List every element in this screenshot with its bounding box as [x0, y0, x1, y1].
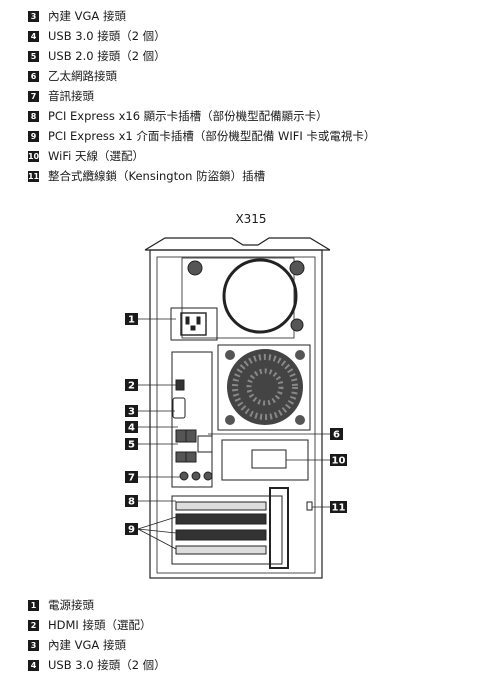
legend-item: 3 內建 VGA 接頭	[28, 6, 375, 26]
legend-item: 2 HDMI 接頭（選配）	[28, 615, 166, 635]
callout-4: 4	[125, 421, 138, 434]
legend-text: WiFi 天線（選配）	[48, 149, 144, 163]
legend-bottom: 1 電源接頭 2 HDMI 接頭（選配） 3 內建 VGA 接頭 4 USB 3.0 接…	[28, 595, 166, 675]
legend-text: PCI Express x1 介面卡插槽（部份機型配備 WIFI 卡或電視卡）	[48, 129, 376, 143]
callout-1: 1	[125, 313, 138, 326]
legend-item: 1 電源接頭	[28, 595, 166, 615]
legend-number: 3	[28, 639, 39, 651]
legend-text: USB 2.0 接頭（2 個）	[48, 49, 166, 63]
legend-text: USB 3.0 接頭（2 個）	[48, 658, 166, 672]
legend-item: 4 USB 3.0 接頭（2 個）	[28, 26, 375, 46]
svg-text:4: 4	[128, 423, 135, 434]
figure-title: X315	[235, 212, 267, 226]
callout-9: 9	[125, 523, 138, 536]
legend-item: 4 USB 3.0 接頭（2 個）	[28, 655, 166, 675]
antenna-area	[221, 439, 313, 511]
legend-top: 3 內建 VGA 接頭 4 USB 3.0 接頭（2 個） 5 USB 2.0 接頭（…	[28, 6, 376, 186]
io-panel	[171, 351, 213, 488]
rear-fan-grille	[217, 344, 311, 431]
callout-3: 3	[125, 405, 138, 418]
legend-text: USB 3.0 接頭（2 個）	[48, 29, 166, 43]
svg-text:3: 3	[128, 407, 135, 418]
legend-text: 內建 VGA 接頭	[48, 9, 126, 23]
legend-number: 8	[28, 110, 39, 122]
legend-text: 音訊接頭	[48, 89, 94, 103]
callout-2: 2	[125, 379, 138, 392]
legend-text: 電源接頭	[48, 598, 94, 612]
legend-number: 1	[28, 599, 39, 611]
leader-lines	[137, 318, 330, 550]
legend-item: 6 乙太網路接頭	[28, 66, 375, 86]
legend-text: 乙太網路接頭	[48, 69, 117, 83]
top-fan	[181, 257, 305, 339]
legend-number: 4	[28, 30, 39, 42]
legend-text: 內建 VGA 接頭	[48, 638, 126, 652]
legend-number: 6	[28, 70, 39, 82]
legend-text: PCI Express x16 顯示卡插槽（部份機型配備顯示卡）	[48, 109, 328, 123]
legend-text: 整合式纜線鎖（Kensington 防盜鎖）插槽	[48, 169, 266, 183]
legend-item: 8 PCI Express x16 顯示卡插槽（部份機型配備顯示卡）	[28, 106, 375, 126]
legend-number: 4	[28, 659, 39, 671]
svg-text:5: 5	[128, 440, 135, 451]
callout-10: 10	[330, 454, 347, 467]
chassis-outline	[144, 237, 331, 579]
legend-number: 10	[27, 150, 40, 162]
legend-number: 11	[27, 170, 40, 182]
power-connector	[170, 307, 218, 341]
svg-text:9: 9	[128, 525, 135, 536]
svg-text:7: 7	[128, 473, 135, 484]
legend-number: 2	[28, 619, 39, 631]
callout-labels: 1 2 3 4 5 7 8 9 6 10 11	[125, 313, 347, 536]
svg-text:8: 8	[128, 497, 135, 508]
callout-11: 11	[330, 501, 347, 514]
svg-text:10: 10	[332, 456, 346, 467]
legend-item: 11 整合式纜線鎖（Kensington 防盜鎖）插槽	[28, 166, 375, 186]
svg-text:2: 2	[128, 381, 135, 392]
svg-text:6: 6	[333, 430, 340, 441]
legend-item: 5 USB 2.0 接頭（2 個）	[28, 46, 375, 66]
legend-number: 9	[28, 130, 39, 142]
legend-number: 7	[28, 90, 39, 102]
callout-7: 7	[125, 471, 138, 484]
expansion-slots	[171, 487, 289, 569]
callout-6: 6	[330, 428, 343, 441]
legend-number: 5	[28, 50, 39, 62]
callout-5: 5	[125, 438, 138, 451]
callout-8: 8	[125, 495, 138, 508]
legend-item: 7 音訊接頭	[28, 86, 375, 106]
legend-number: 3	[28, 10, 39, 22]
legend-text: HDMI 接頭（選配）	[48, 618, 152, 632]
legend-item: 9 PCI Express x1 介面卡插槽（部份機型配備 WIFI 卡或電視卡）	[28, 126, 375, 146]
legend-item: 3 內建 VGA 接頭	[28, 635, 166, 655]
svg-text:11: 11	[332, 503, 346, 514]
legend-item: 10 WiFi 天線（選配）	[28, 146, 375, 166]
svg-text:1: 1	[128, 315, 135, 326]
